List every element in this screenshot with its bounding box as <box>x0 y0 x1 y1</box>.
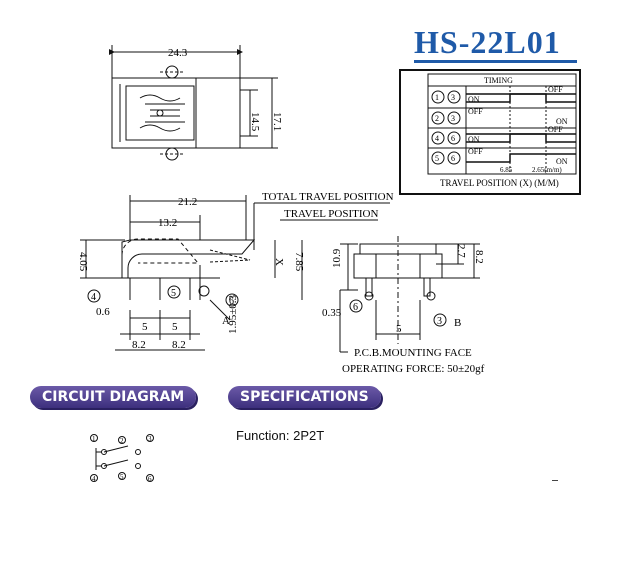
timing-title: TIMING <box>484 76 513 85</box>
timing-row1-s2: OFF <box>548 85 563 94</box>
label-total-travel: TOTAL TRAVEL POSITION <box>262 191 394 203</box>
model-number: HS-22L01 <box>414 24 561 60</box>
timing-row1-b: 3 <box>451 93 455 102</box>
circuit-node-5: 5 <box>120 473 124 481</box>
timing-row2-b: 3 <box>451 114 455 123</box>
dim-pitch-a: 5 <box>142 321 148 333</box>
timing-row2-s2: ON <box>556 117 568 126</box>
front-view <box>339 236 480 353</box>
circuit-node-3: 3 <box>148 435 152 443</box>
pin-6-label: 6 <box>229 296 234 307</box>
dim-h-left: 4.05 <box>77 252 89 272</box>
dim-side-len2: 13.2 <box>158 217 177 229</box>
label-b: B <box>454 317 461 329</box>
label-travel: TRAVEL POSITION <box>284 208 378 220</box>
side-view <box>80 195 390 351</box>
pin-3-label: 3 <box>437 316 442 327</box>
label-a: A <box>222 315 230 327</box>
timing-row3-s2: OFF <box>548 125 563 134</box>
timing-row2-s1: OFF <box>468 107 483 116</box>
timing-row2-a: 2 <box>435 114 439 123</box>
circuit-node-2: 2 <box>120 437 124 445</box>
label-force: OPERATING FORCE: 50±20gf <box>342 363 485 375</box>
timing-row4-s1: OFF <box>468 147 483 156</box>
dim-front-pitch: 5 <box>396 323 402 335</box>
dim-top-h2: 17.1 <box>271 112 283 131</box>
timing-xlabel: TRAVEL POSITION (X) (M/M) <box>440 178 559 188</box>
pin-5-label: 5 <box>171 288 176 299</box>
model-underline <box>414 60 577 63</box>
dim-front-h: 10.9 <box>331 248 343 268</box>
dim-pin-w: 0.6 <box>96 306 110 318</box>
specifications-heading: SPECIFICATIONS <box>228 386 381 408</box>
timing-row1-s1: ON <box>468 95 480 104</box>
timing-row3-b: 6 <box>451 134 455 143</box>
timing-row1-a: 1 <box>435 93 439 102</box>
timing-tick2: 2.65(m/m) <box>532 166 562 174</box>
dim-front-035: 0.35 <box>322 307 342 319</box>
timing-row4-a: 5 <box>435 154 439 163</box>
dim-span-a: 8.2 <box>132 339 146 351</box>
dim-side-len: 21.2 <box>178 196 197 208</box>
circuit-node-4: 4 <box>92 475 96 483</box>
pin-4-label: 4 <box>91 292 96 303</box>
dim-front-82: 8.2 <box>473 250 485 264</box>
top-view <box>109 45 278 161</box>
circuit-diagram-heading: CIRCUIT DIAGRAM <box>30 386 197 408</box>
circuit-schematic <box>90 434 154 482</box>
circuit-node-1: 1 <box>92 435 96 443</box>
dim-span-b: 8.2 <box>172 339 186 351</box>
timing-tick1: 6.85 <box>500 166 513 174</box>
dim-top-width: 24.3 <box>168 47 188 59</box>
dim-pitch-b: 5 <box>172 321 178 333</box>
pin-6b-label: 6 <box>353 302 358 313</box>
circuit-node-6: 6 <box>148 475 152 483</box>
timing-row4-b: 6 <box>451 154 455 163</box>
timing-chart <box>399 69 581 195</box>
timing-row3-s1: ON <box>468 135 480 144</box>
divider-mark <box>552 480 558 481</box>
spec-function: Function: 2P2T <box>236 428 325 443</box>
dim-front-27: 2.7 <box>455 244 467 258</box>
dim-x: X <box>273 258 285 266</box>
timing-row4-s2: ON <box>556 157 568 166</box>
label-pcb: P.C.B.MOUNTING FACE <box>354 347 472 359</box>
timing-row3-a: 4 <box>435 134 439 143</box>
dim-top-h1: 14.5 <box>249 112 261 132</box>
dim-785: 7.85 <box>293 252 305 272</box>
